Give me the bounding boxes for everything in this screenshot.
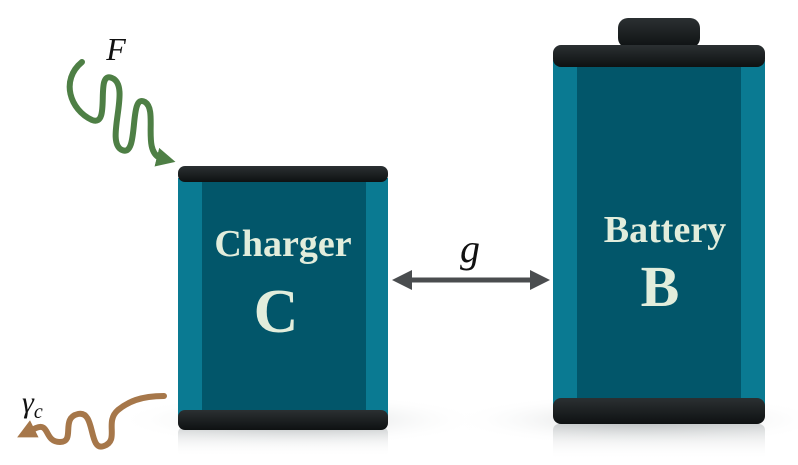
battery-letter: B [641,254,680,319]
drive-wave [66,59,176,167]
charger-body [178,173,388,423]
charger-cell: Charger C [178,166,388,430]
drive-symbol: F [105,31,126,67]
battery-title: Battery [604,209,726,251]
charger-top-cap [178,166,388,182]
battery-terminal [618,18,700,48]
charger-side-left [178,178,202,418]
charger-reflection [178,427,388,457]
charger-letter: C [254,278,299,346]
battery-side-right [741,60,765,412]
battery-body [553,55,765,420]
coupling-symbol: g [460,226,480,271]
loss-symbol-gamma: γ [22,386,35,419]
charger-bottom-cap [178,410,388,430]
battery-cell: Battery B [553,18,765,424]
battery-bottom-cap [553,398,765,424]
loss-symbol-subscript: c [34,401,43,423]
battery-side-left [553,60,577,412]
battery-reflection [553,424,765,460]
loss-symbol: γc [22,386,43,423]
loss-wave [17,393,167,450]
battery-top-cap [553,45,765,67]
charger-side-right [366,178,388,418]
charger-title: Charger [214,223,351,265]
